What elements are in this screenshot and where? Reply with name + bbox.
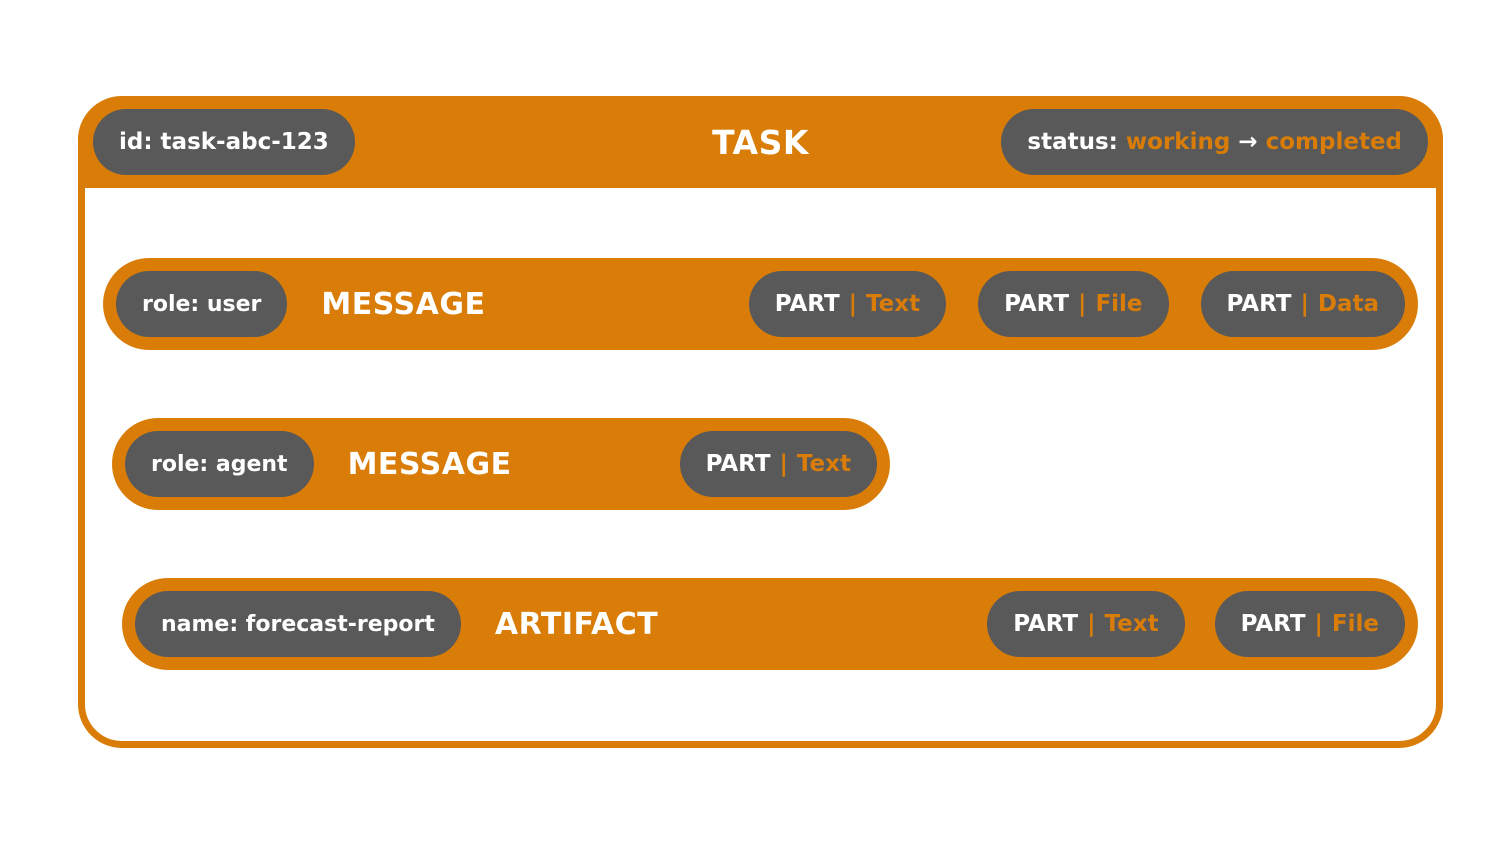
part-separator: | <box>1314 611 1323 637</box>
message-role-label: role: user <box>142 291 262 317</box>
status-from-value: working <box>1125 129 1231 155</box>
part-separator: | <box>848 291 858 317</box>
part-title-label: PART <box>1004 291 1070 317</box>
message-role-pill-user[interactable]: role: user <box>116 271 288 337</box>
part-title-label: PART <box>1240 611 1306 637</box>
part-type-label: Data <box>1317 291 1379 317</box>
part-type-label: Text <box>866 291 921 317</box>
part-type-label: Text <box>796 451 851 477</box>
part-separator: | <box>1300 291 1309 317</box>
part-group: PART | Text PART | File <box>987 591 1405 657</box>
message-row-user: role: user MESSAGE PART | Text PART | Fi… <box>103 258 1418 350</box>
part-title-label: PART <box>1226 291 1292 317</box>
task-header: id: task-abc-123 TASK status: working → … <box>78 96 1443 188</box>
part-type-label: File <box>1095 291 1143 317</box>
status-arrow-icon: → <box>1238 129 1258 155</box>
message-role-label: role: agent <box>151 451 288 477</box>
task-id-label: id: task-abc-123 <box>119 129 329 155</box>
part-separator: | <box>779 451 788 477</box>
part-group: PART | Text <box>679 431 877 497</box>
status-to-value: completed <box>1265 129 1402 155</box>
message-role-pill-agent[interactable]: role: agent <box>125 431 314 497</box>
part-separator: | <box>1078 291 1087 317</box>
message-row-agent: role: agent MESSAGE PART | Text <box>112 418 890 510</box>
part-title-label: PART <box>774 291 840 317</box>
part-pill-file[interactable]: PART | File <box>1214 591 1405 657</box>
part-title-label: PART <box>705 451 771 477</box>
part-pill-text[interactable]: PART | Text <box>679 431 877 497</box>
task-status-pill[interactable]: status: working → completed <box>1001 109 1428 175</box>
part-pill-text[interactable]: PART | Text <box>748 271 947 337</box>
task-id-pill[interactable]: id: task-abc-123 <box>93 109 355 175</box>
part-type-label: File <box>1331 611 1379 637</box>
part-group: PART | Text PART | File PART | Data <box>748 271 1405 337</box>
artifact-row: name: forecast-report ARTIFACT PART | Te… <box>122 578 1418 670</box>
part-title-label: PART <box>1013 611 1079 637</box>
part-pill-file[interactable]: PART | File <box>978 271 1169 337</box>
message-type-label: MESSAGE <box>321 286 486 322</box>
part-separator: | <box>1087 611 1096 637</box>
artifact-type-label: ARTIFACT <box>494 606 659 642</box>
artifact-name-pill[interactable]: name: forecast-report <box>135 591 461 657</box>
artifact-name-label: name: forecast-report <box>161 611 435 637</box>
status-prefix-label: status: <box>1027 129 1118 155</box>
part-pill-data[interactable]: PART | Data <box>1200 271 1405 337</box>
message-type-label: MESSAGE <box>347 446 512 482</box>
part-type-label: Text <box>1104 611 1159 637</box>
part-pill-text[interactable]: PART | Text <box>987 591 1185 657</box>
